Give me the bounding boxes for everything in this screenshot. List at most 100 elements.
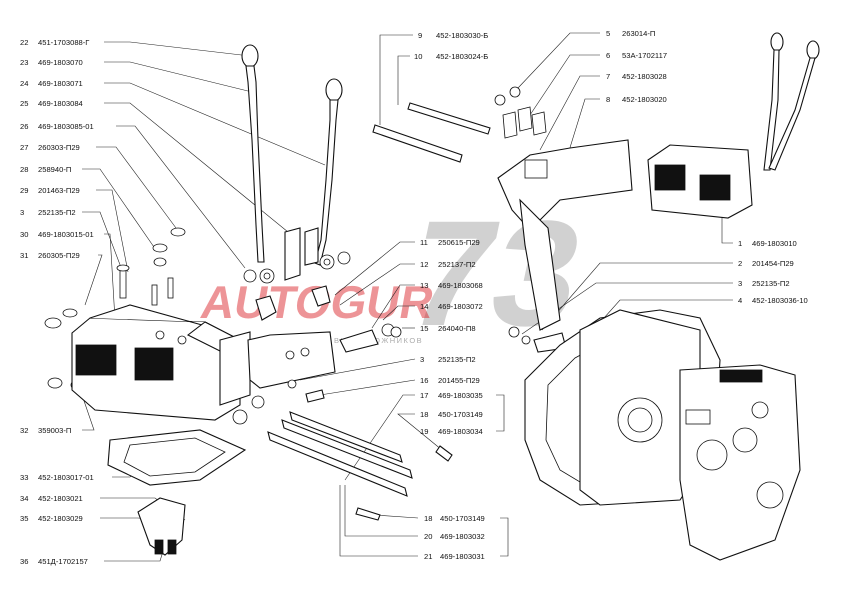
watermark-number: 73 — [394, 191, 596, 358]
callout-31: 31 260305-П29 — [20, 251, 103, 306]
svg-text:11: 11 — [420, 238, 428, 247]
top-rods — [372, 102, 491, 163]
callout-24: 24 469-1803071 — [20, 79, 326, 166]
svg-text:359003-П: 359003-П — [38, 426, 71, 435]
callout-1: 1 469-1803010 — [721, 215, 797, 248]
callout-36: 36 451Д-1702157 — [20, 544, 166, 566]
svg-text:451-1703088-Г: 451-1703088-Г — [38, 38, 89, 47]
svg-text:8: 8 — [606, 95, 610, 104]
svg-text:22: 22 — [20, 38, 28, 47]
callout-20: 20 469-1803032 — [344, 485, 485, 541]
svg-text:23: 23 — [20, 58, 28, 67]
svg-text:201463-П29: 201463-П29 — [38, 186, 80, 195]
callout-26: 26 469-1803085-01 — [20, 122, 246, 269]
svg-text:452-1803021: 452-1803021 — [38, 494, 83, 503]
svg-text:19: 19 — [420, 427, 428, 436]
svg-text:24: 24 — [20, 79, 28, 88]
svg-text:13: 13 — [420, 281, 428, 290]
svg-text:27: 27 — [20, 143, 28, 152]
svg-text:469-1803031: 469-1803031 — [440, 552, 485, 561]
svg-text:33: 33 — [20, 473, 28, 482]
svg-text:452-1803028: 452-1803028 — [622, 72, 667, 81]
shift-fork-8 — [497, 139, 633, 331]
shift-housing — [71, 304, 251, 421]
svg-text:451Д-1702157: 451Д-1702157 — [38, 557, 88, 566]
svg-text:10: 10 — [414, 52, 422, 61]
callout-14: 14 469-1803072 — [382, 302, 483, 321]
callout-5: 5 263014-П — [517, 29, 655, 89]
svg-text:2: 2 — [738, 259, 742, 268]
callout-6: 6 53А-1702117 — [529, 51, 667, 116]
callout-10: 10 452-1803024-Б — [397, 52, 488, 105]
callout-11: 11 250615-П29 — [334, 238, 480, 296]
callout-2: 2 201454-П29 — [541, 259, 794, 331]
callout-3-center: 3 252135-П2 — [299, 355, 476, 381]
left-labels: 22 451-1703088-Г 23 469-1803070 24 469-1… — [20, 38, 326, 566]
callout-9: 9 452-1803030-Б — [379, 31, 488, 125]
svg-text:4: 4 — [738, 296, 742, 305]
callout-15: 15 264040-П8 — [402, 324, 476, 333]
gear-lever-right — [314, 78, 343, 266]
svg-text:30: 30 — [20, 230, 28, 239]
svg-text:252135-П2: 252135-П2 — [752, 279, 790, 288]
svg-text:260305-П29: 260305-П29 — [38, 251, 80, 260]
gasket-plate — [107, 395, 265, 486]
svg-text:452-1803017-01: 452-1803017-01 — [38, 473, 94, 482]
svg-text:469-1803035: 469-1803035 — [438, 391, 483, 400]
callout-7: 7 452-1803028 — [539, 72, 667, 151]
center-bracket — [247, 323, 402, 403]
gear-lever-left — [241, 44, 265, 263]
svg-text:450-1703149: 450-1703149 — [440, 514, 485, 523]
svg-text:25: 25 — [20, 99, 28, 108]
callout-23: 23 469-1803070 — [20, 58, 253, 93]
svg-text:12: 12 — [420, 260, 428, 269]
svg-text:469-1803068: 469-1803068 — [438, 281, 483, 290]
svg-text:9: 9 — [418, 31, 422, 40]
svg-text:7: 7 — [606, 72, 610, 81]
svg-text:258940-П: 258940-П — [38, 165, 71, 174]
svg-text:469-1803010: 469-1803010 — [752, 239, 797, 248]
svg-text:252135-П2: 252135-П2 — [438, 355, 476, 364]
svg-text:15: 15 — [420, 324, 428, 333]
svg-text:34: 34 — [20, 494, 28, 503]
svg-text:469-1803032: 469-1803032 — [440, 532, 485, 541]
svg-text:452-1803020: 452-1803020 — [622, 95, 667, 104]
callout-18-bottom: 18 450-1703149 — [374, 514, 485, 523]
svg-text:36: 36 — [20, 557, 28, 566]
svg-text:260303-П29: 260303-П29 — [38, 143, 80, 152]
svg-text:29: 29 — [20, 186, 28, 195]
callout-4: 4 452-1803036-10 — [603, 296, 808, 319]
callout-29: 29 201463-П29 — [20, 186, 129, 273]
callout-28: 28 258940-П — [20, 165, 157, 251]
bracket-36 — [137, 497, 186, 556]
svg-text:469-1803015-01: 469-1803015-01 — [38, 230, 94, 239]
bottom-labels: 18 450-1703149 20 469-1803032 21 469-180… — [339, 485, 509, 561]
callout-22: 22 451-1703088-Г — [20, 38, 251, 57]
shift-rods — [267, 411, 453, 521]
svg-text:16: 16 — [420, 376, 428, 385]
svg-text:3: 3 — [20, 208, 24, 217]
svg-text:469-1803034: 469-1803034 — [438, 427, 483, 436]
top-labels: 9 452-1803030-Б 10 452-1803024-Б 5 26301… — [379, 29, 667, 181]
svg-text:252135-П2: 252135-П2 — [38, 208, 76, 217]
callout-30: 30 469-1803015-01 — [20, 230, 116, 321]
svg-text:18: 18 — [424, 514, 432, 523]
svg-text:1: 1 — [738, 239, 742, 248]
svg-text:18: 18 — [420, 410, 428, 419]
svg-text:201454-П29: 201454-П29 — [752, 259, 794, 268]
callout-18-center: 18 450-1703149 — [397, 410, 483, 451]
callout-16: 16 201455-П29 — [319, 376, 480, 396]
callout-19: 19 469-1803034 — [420, 394, 505, 436]
svg-text:201455-П29: 201455-П29 — [438, 376, 480, 385]
transfer-case-housing — [524, 309, 801, 561]
svg-text:53А-1702117: 53А-1702117 — [622, 51, 667, 60]
callout-21: 21 469-1803031 — [339, 485, 509, 561]
callout-13: 13 469-1803068 — [371, 281, 483, 329]
callout-32: 32 359003-П — [20, 394, 95, 435]
svg-text:3: 3 — [738, 279, 742, 288]
svg-text:5: 5 — [606, 29, 610, 38]
svg-text:32: 32 — [20, 426, 28, 435]
svg-text:250615-П29: 250615-П29 — [438, 238, 480, 247]
